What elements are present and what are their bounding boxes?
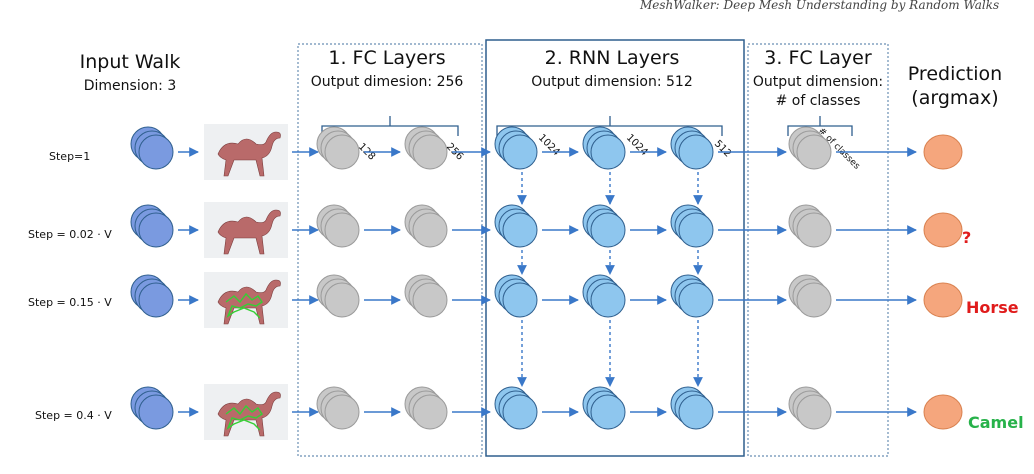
- fc-node-2-2: [404, 204, 448, 248]
- fc2-brace: [787, 116, 853, 136]
- prediction-node-1: [923, 134, 963, 170]
- fc-node-1-1: [316, 126, 360, 170]
- running-header: MeshWalker: Deep Mesh Understanding by R…: [639, 0, 999, 12]
- rnn-node-3-3: [670, 274, 714, 318]
- input-node-4: [130, 386, 174, 430]
- prediction-node-3: [923, 282, 963, 318]
- fc2-node-2: [788, 204, 832, 248]
- rnn-subtitle: Output dimension: 512: [531, 74, 693, 90]
- fc-node-3-1: [316, 274, 360, 318]
- rnn-title: 2. RNN Layers: [545, 47, 680, 69]
- fc-node-4-2: [404, 386, 448, 430]
- fc2-title: 3. FC Layer: [764, 47, 872, 69]
- camel-mesh-1: [204, 124, 288, 180]
- step-label-2: Step = 0.02 · V: [28, 228, 112, 241]
- step-label-4: Step = 0.4 · V: [35, 409, 112, 422]
- fc2-group-box: [747, 43, 889, 457]
- rnn-label-1: 1024: [536, 132, 562, 158]
- fc1-brace: [321, 116, 459, 136]
- rnn-node-4-3: [670, 386, 714, 430]
- input-node-1: [130, 126, 174, 170]
- rnn-node-3-2: [582, 274, 626, 318]
- step-label-3: Step = 0.15 · V: [28, 296, 112, 309]
- fc1-title: 1. FC Layers: [328, 47, 445, 69]
- input-title: Input Walk: [80, 51, 181, 73]
- rnn-node-4-2: [582, 386, 626, 430]
- rnn-group-box: [485, 39, 745, 457]
- input-node-3: [130, 274, 174, 318]
- fc-node-3-2: [404, 274, 448, 318]
- rnn-label-2: 1024: [624, 132, 650, 158]
- rnn-node-3-1: [494, 274, 538, 318]
- fc2-node-4: [788, 386, 832, 430]
- fc1-subtitle: Output dimesion: 256: [311, 74, 464, 90]
- prediction-node-2: [923, 212, 963, 248]
- fc2-node-3: [788, 274, 832, 318]
- fc2-node-1: [788, 126, 832, 170]
- rnn-label-3: 512: [712, 138, 733, 159]
- fc2-subtitle-2: # of classes: [776, 93, 861, 109]
- fc2-subtitle: Output dimension:: [753, 74, 883, 90]
- rnn-node-4-1: [494, 386, 538, 430]
- rnn-node-2-3: [670, 204, 714, 248]
- rnn-node-2-1: [494, 204, 538, 248]
- prediction-title: Prediction: [908, 63, 1002, 85]
- fc1-group-box: [297, 43, 483, 457]
- rnn-brace: [496, 116, 723, 136]
- camel-mesh-2: [204, 202, 288, 258]
- rnn-node-2-2: [582, 204, 626, 248]
- camel-mesh-4: [204, 384, 288, 440]
- camel-mesh-3: [204, 272, 288, 328]
- step-label-1: Step=1: [49, 150, 90, 163]
- rnn-node-1-3: [670, 126, 714, 170]
- fc-node-2-1: [316, 204, 360, 248]
- input-subtitle: Dimension: 3: [84, 78, 177, 94]
- fc-node-4-1: [316, 386, 360, 430]
- rnn-node-1-1: [494, 126, 538, 170]
- result-horse: Horse: [966, 298, 1019, 317]
- result-camel: Camel: [968, 413, 1024, 432]
- prediction-node-4: [923, 394, 963, 430]
- result-question: ?: [962, 228, 971, 247]
- input-node-2: [130, 204, 174, 248]
- fc-node-1-2: [404, 126, 448, 170]
- rnn-node-1-2: [582, 126, 626, 170]
- prediction-subtitle: (argmax): [911, 87, 998, 109]
